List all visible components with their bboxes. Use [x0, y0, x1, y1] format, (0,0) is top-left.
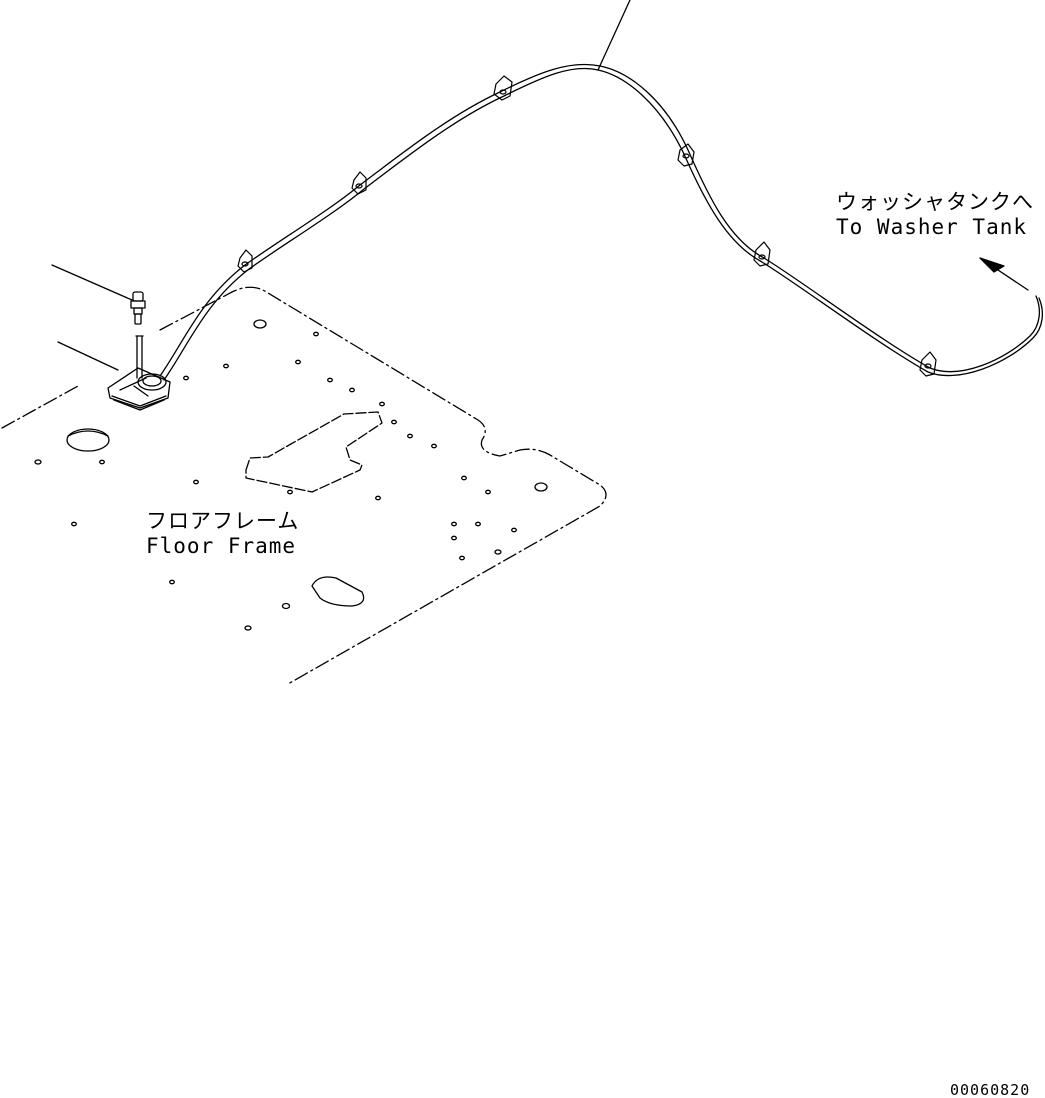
hose-clamps	[237, 75, 937, 377]
floor-frame-outline	[1, 286, 607, 685]
floor-small-holes	[34, 331, 517, 631]
washer-tank-arrow	[979, 257, 1029, 291]
floor-large-holes	[66, 319, 548, 607]
floor-frame-label-en: Floor Frame	[146, 534, 297, 558]
washer-tank-label: ウォッシャタンクへ To Washer Tank	[836, 190, 1034, 240]
drawing-number: 00060820	[950, 1081, 1031, 1098]
hose-leader-line	[597, 0, 631, 71]
washer-tank-label-en: To Washer Tank	[836, 215, 1028, 239]
floor-frame-label-jp: フロアフレーム	[146, 509, 300, 533]
hose-grommet	[107, 367, 171, 411]
nozzle-fitting	[130, 291, 146, 379]
floor-slot-cutout	[245, 411, 383, 493]
washer-tank-label-jp: ウォッシャタンクへ	[836, 190, 1034, 214]
washer-hose	[159, 63, 1044, 381]
floor-frame-label: フロアフレーム Floor Frame	[146, 509, 300, 559]
nozzle-leader-lines	[51, 264, 133, 371]
